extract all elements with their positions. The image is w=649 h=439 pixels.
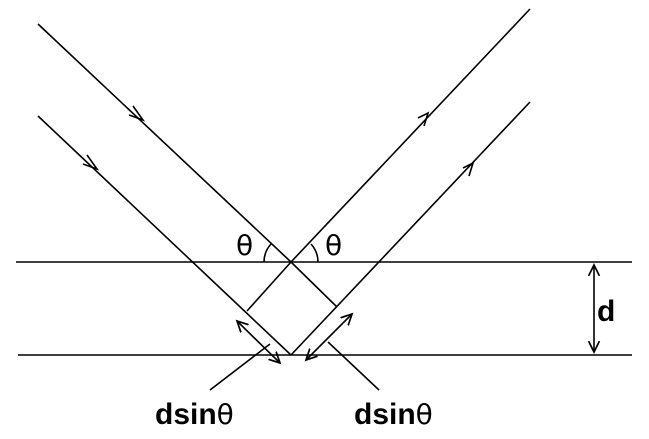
incident-ray-upper [37,23,292,263]
incident-ray-lower [37,115,292,356]
perpendicular-reflected [290,261,338,308]
leader-line-left [209,343,271,391]
angle-arc-left-icon [263,243,272,263]
leader-line-right [327,341,380,391]
incident-ray-lower-arrow-icon [82,154,100,171]
reflected-ray-upper [290,8,531,263]
path-diff-right-arrow-icon [306,314,352,360]
theta-left-label: θ [236,229,253,262]
reflected-ray-upper-arrow-icon [417,111,430,127]
perpendicular-incident [246,261,292,312]
incident-ray-upper-arrow-icon [128,105,146,122]
path-diff-left-arrow-icon [237,321,280,363]
path-diff-left-label: dsinθ [155,398,234,431]
angle-arc-right-icon [310,243,319,263]
spacing-label: d [597,295,615,328]
reflected-ray-lower-arrow-icon [462,161,475,177]
path-diff-right-label: dsinθ [354,398,433,431]
theta-right-label: θ [325,229,342,262]
